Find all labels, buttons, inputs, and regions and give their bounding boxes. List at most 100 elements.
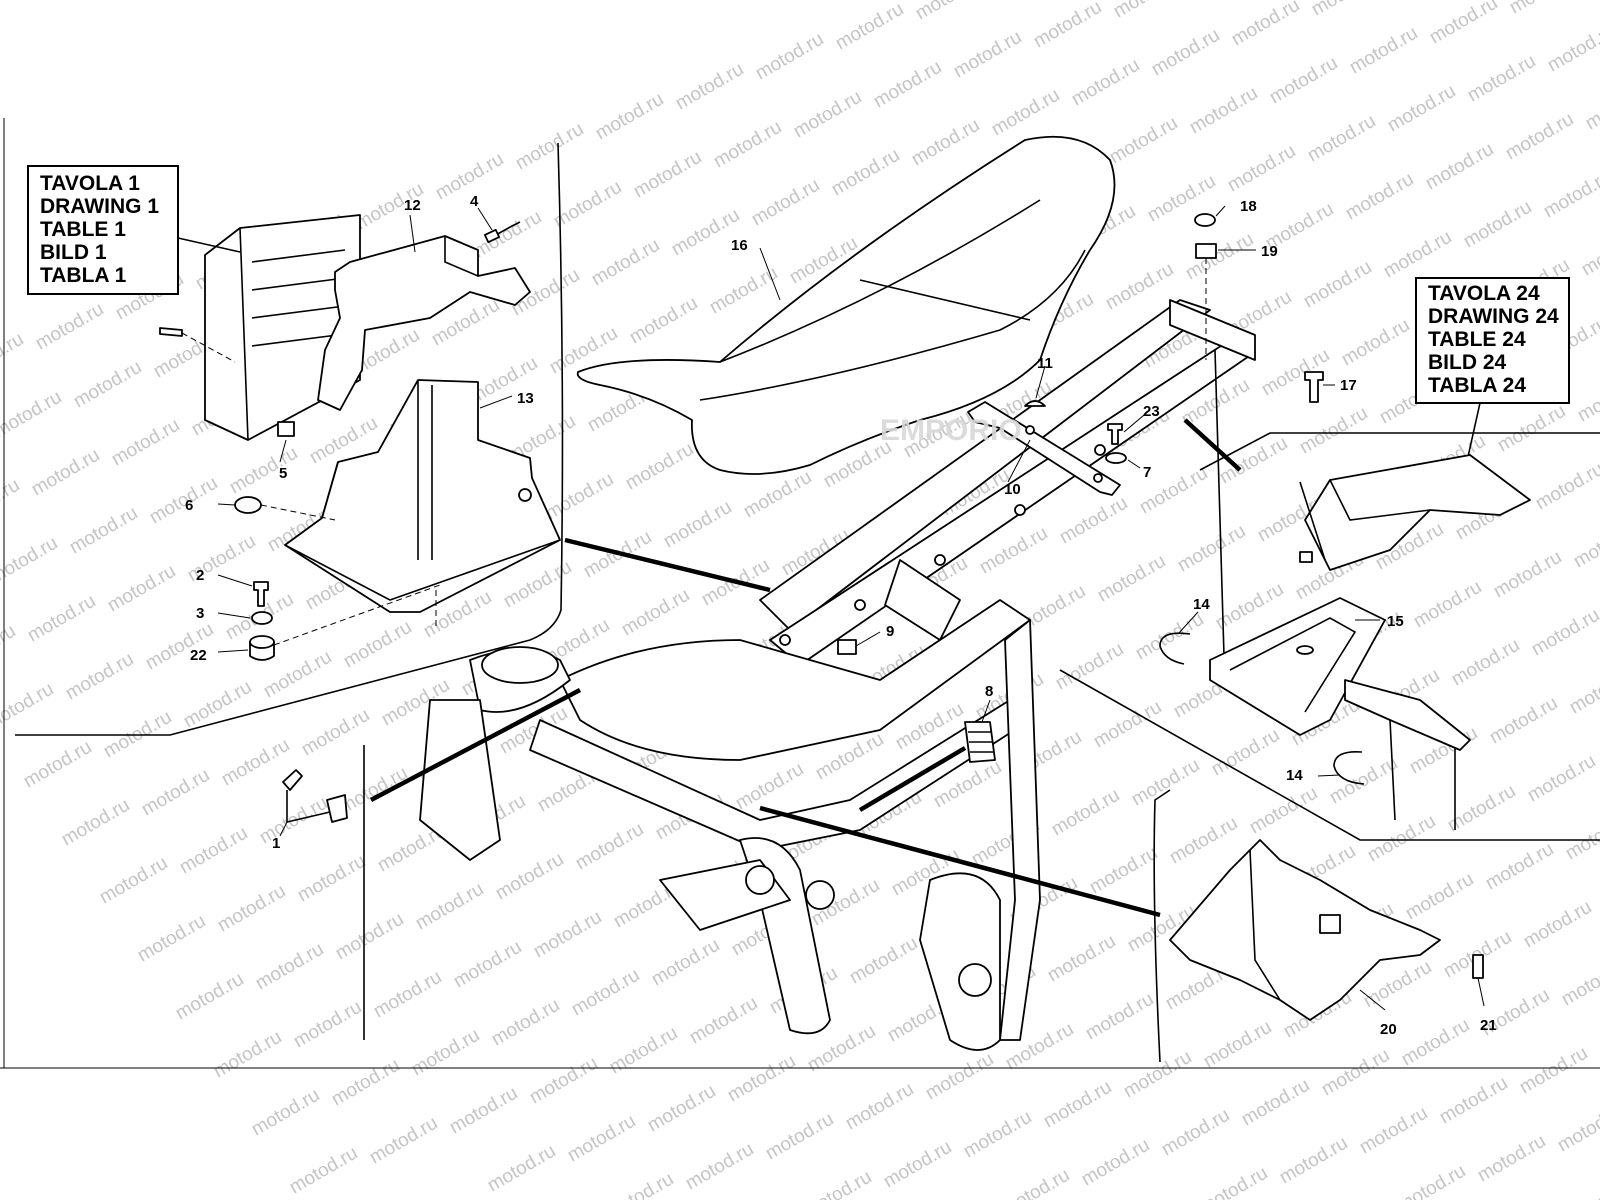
watermark-text: motod.ru: [1182, 229, 1257, 285]
callout-number: 8: [985, 683, 993, 700]
watermark-text: motod.ru: [1558, 955, 1600, 1011]
watermark-text: motod.ru: [618, 585, 693, 641]
watermark-text: motod.ru: [66, 503, 141, 559]
watermark-text: motod.ru: [214, 881, 289, 937]
watermark-text: motod.ru: [1486, 693, 1561, 749]
watermark-text: motod.ru: [710, 117, 785, 173]
watermark-text: motod.ru: [1158, 1105, 1233, 1161]
watermark-text: motod.ru: [446, 1083, 521, 1139]
watermark-text: motod.ru: [660, 497, 735, 553]
callout-number: 1: [272, 835, 280, 852]
watermark-text: motod.ru: [1040, 1077, 1115, 1133]
watermark-text: motod.ru: [512, 119, 587, 175]
watermark-text: motod.ru: [298, 705, 373, 761]
watermark-text: motod.ru: [1208, 725, 1283, 781]
reference-box-line: TABLA 1: [40, 264, 127, 287]
watermark-text: motod.ru: [960, 1107, 1035, 1163]
reference-box-line: BILD 1: [40, 241, 107, 264]
diagram-frame: [0, 118, 1600, 1069]
watermark-text: motod.ru: [842, 1079, 917, 1135]
watermark-text: motod.ru: [1246, 783, 1321, 839]
watermark-text: motod.ru: [1224, 141, 1299, 197]
watermark-text: motod.ru: [1110, 0, 1185, 22]
watermark-text: motod.ru: [870, 57, 945, 113]
watermark-text: motod.ru: [1318, 1045, 1393, 1101]
watermark-text: motod.ru: [252, 939, 327, 995]
watermark-text: motod.ru: [1490, 547, 1565, 603]
watermark-text: motod.ru: [1524, 751, 1599, 807]
main-frame-part: [419, 299, 1256, 1051]
callout-number: 16: [731, 237, 748, 254]
watermark-text: motod.ru: [1102, 259, 1177, 315]
watermark-text: motod.ru: [1544, 21, 1600, 77]
watermark-text: motod.ru: [0, 387, 65, 443]
watermark-text: motod.ru: [104, 561, 179, 617]
callout-number: 9: [886, 623, 894, 640]
watermark-text: motod.ru: [1364, 811, 1439, 867]
watermark-text: motod.ru: [1090, 697, 1165, 753]
watermark-text: motod.ru: [1570, 517, 1600, 573]
watermark-text: motod.ru: [210, 1027, 285, 1083]
watermark-text: motod.ru: [0, 533, 61, 589]
callout-number: 12: [404, 197, 421, 214]
watermark-text: motod.ru: [1030, 0, 1105, 52]
watermark-text: motod.ru: [1266, 53, 1341, 109]
watermark-text: motod.ru: [550, 177, 625, 233]
watermark-text: motod.ru: [488, 995, 563, 1051]
watermark-text: motod.ru: [1082, 989, 1157, 1045]
watermark-text: motod.ru: [880, 1137, 955, 1193]
watermark-text: motod.ru: [1326, 753, 1401, 809]
reference-box-line: TABLE 24: [1428, 328, 1526, 351]
watermark-text: motod.ru: [1464, 51, 1539, 107]
callout-number: 5: [279, 465, 287, 482]
watermark-text: motod.ru: [1566, 663, 1600, 719]
watermark-text: motod.ru: [70, 357, 145, 413]
watermark-text: motod.ru: [1520, 897, 1595, 953]
watermark-text: motod.ru: [748, 175, 823, 231]
watermark-text: motod.ru: [1426, 0, 1501, 48]
watermark-text: motod.ru: [1148, 25, 1223, 81]
watermark-text: motod.ru: [606, 1023, 681, 1079]
callout-number: 15: [1387, 613, 1404, 630]
reference-box-line: DRAWING 24: [1428, 305, 1559, 328]
watermark-text: motod.ru: [1422, 139, 1497, 195]
watermark-text: motod.ru: [328, 1055, 403, 1111]
watermark-text: motod.ru: [1516, 1043, 1591, 1099]
watermark-text: motod.ru: [1128, 755, 1203, 811]
watermark-text: motod.ru: [1506, 0, 1581, 18]
watermark-text: motod.ru: [1106, 113, 1181, 169]
watermark-text: motod.ru: [286, 1143, 361, 1199]
watermark-text: motod.ru: [412, 879, 487, 935]
watermark-text: motod.ru: [1300, 257, 1375, 313]
callout-number: 3: [196, 605, 204, 622]
inset-right-rear: [1059, 432, 1600, 841]
watermark-text: motod.ru: [568, 965, 643, 1021]
reference-box-line: BILD 24: [1428, 351, 1507, 374]
watermark-text: motod.ru: [1078, 1135, 1153, 1191]
watermark-text: motod.ru: [564, 1111, 639, 1167]
watermark-text: motod.ru: [1166, 813, 1241, 869]
watermark-text: motod.ru: [1346, 23, 1421, 79]
watermark-text: motod.ru: [1578, 225, 1600, 281]
watermark-text: motod.ru: [724, 1051, 799, 1107]
watermark-text: motod.ru: [1384, 81, 1459, 137]
watermark-text: motod.ru: [998, 1165, 1073, 1200]
watermark-text: motod.ru: [1436, 1073, 1511, 1129]
watermark-text: motod.ru: [0, 621, 19, 677]
watermark-text: motod.ru: [290, 997, 365, 1053]
watermark-text: motod.ru: [1380, 227, 1455, 283]
watermark-text: motod.ru: [1460, 197, 1535, 253]
watermark-text: motod.ru: [1304, 111, 1379, 167]
watermark-text: motod.ru: [340, 617, 415, 673]
center-logo-watermark: EMPORIO: [880, 414, 1022, 447]
watermark-text: motod.ru: [172, 969, 247, 1025]
reference-box-line: TAVOLA 1: [40, 172, 140, 195]
callout-number: 13: [517, 390, 534, 407]
callout-number: 2: [196, 567, 204, 584]
seat-part: [576, 135, 1116, 475]
watermark-text: motod.ru: [1574, 371, 1600, 427]
watermark-text: motod.ru: [492, 849, 567, 905]
watermark-text: motod.ru: [20, 737, 95, 793]
